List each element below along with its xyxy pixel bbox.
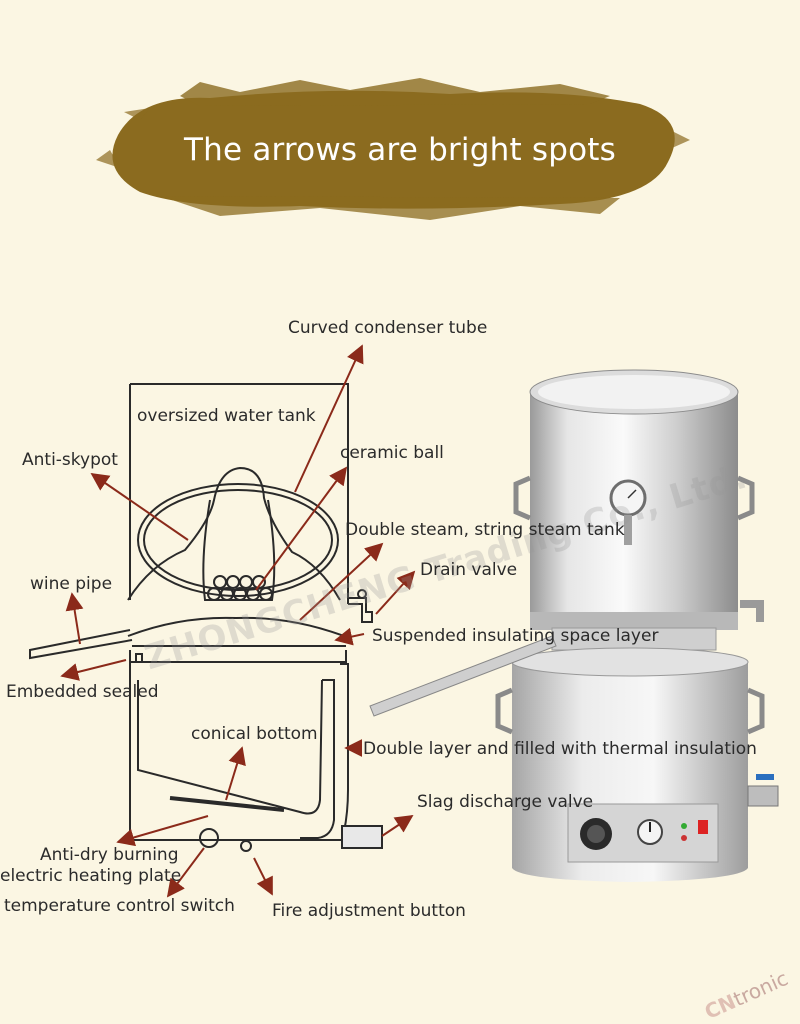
arrow-ceramic bbox=[255, 466, 348, 591]
label-conical-bottom: conical bottom bbox=[191, 724, 318, 744]
arrow-condenser bbox=[294, 344, 364, 493]
label-ceramic-ball: ceramic ball bbox=[340, 443, 444, 463]
label-wine-pipe: wine pipe bbox=[30, 574, 113, 594]
diagram-canvas bbox=[29, 78, 779, 898]
still-line-drawing bbox=[29, 383, 383, 852]
drain-tap bbox=[348, 597, 373, 623]
dome-outline bbox=[127, 466, 341, 601]
label-double-steam-tank: Double steam, string steam tank bbox=[345, 520, 625, 540]
conical-bottom-outline bbox=[137, 679, 323, 815]
knob-temperature bbox=[199, 828, 219, 848]
label-electric-heating-plate: electric heating plate bbox=[0, 866, 182, 886]
arrow-conical bbox=[225, 746, 246, 801]
condenser-coil bbox=[137, 483, 339, 597]
label-fire-adjustment-button: Fire adjustment button bbox=[272, 901, 466, 921]
power-switch bbox=[698, 820, 708, 834]
label-slag-discharge-valve: Slag discharge valve bbox=[417, 792, 594, 812]
banner-title: The arrows are bright spots bbox=[184, 132, 616, 168]
knob-fire bbox=[240, 840, 252, 852]
label-suspended-layer: Suspended insulating space layer bbox=[372, 626, 659, 646]
label-anti-skypot: Anti-skypot bbox=[22, 450, 118, 470]
arrow-double-steam bbox=[299, 542, 384, 621]
still-photo bbox=[369, 369, 779, 882]
photo-wine-pipe bbox=[369, 635, 557, 717]
label-double-layer: Double layer and filled with thermal ins… bbox=[363, 739, 757, 759]
arrow-wine-pipe bbox=[65, 592, 84, 645]
label-oversized-water-tank: oversized water tank bbox=[137, 406, 316, 426]
wine-pipe bbox=[29, 629, 133, 660]
label-temperature-control-switch: temperature control switch bbox=[4, 896, 235, 916]
label-curved-condenser-tube: Curved condenser tube bbox=[288, 318, 488, 338]
ceramic-balls bbox=[207, 575, 273, 601]
arrow-suspended bbox=[334, 627, 365, 646]
arrow-fire bbox=[253, 857, 273, 896]
arrow-drain bbox=[375, 570, 416, 615]
arrow-anti-skypot bbox=[90, 472, 189, 541]
arrow-anti-dry bbox=[116, 815, 209, 847]
label-drain-valve: Drain valve bbox=[420, 560, 518, 580]
banner-brush bbox=[96, 78, 690, 220]
arrow-slag bbox=[381, 815, 414, 837]
arrow-temperature bbox=[166, 847, 205, 898]
label-embedded-sealed: Embedded sealed bbox=[6, 682, 159, 702]
arrow-embedded bbox=[60, 659, 127, 681]
label-anti-dry-burning: Anti-dry burning bbox=[40, 845, 179, 865]
water-tank-outline bbox=[130, 383, 349, 604]
callout-arrows bbox=[60, 344, 416, 898]
